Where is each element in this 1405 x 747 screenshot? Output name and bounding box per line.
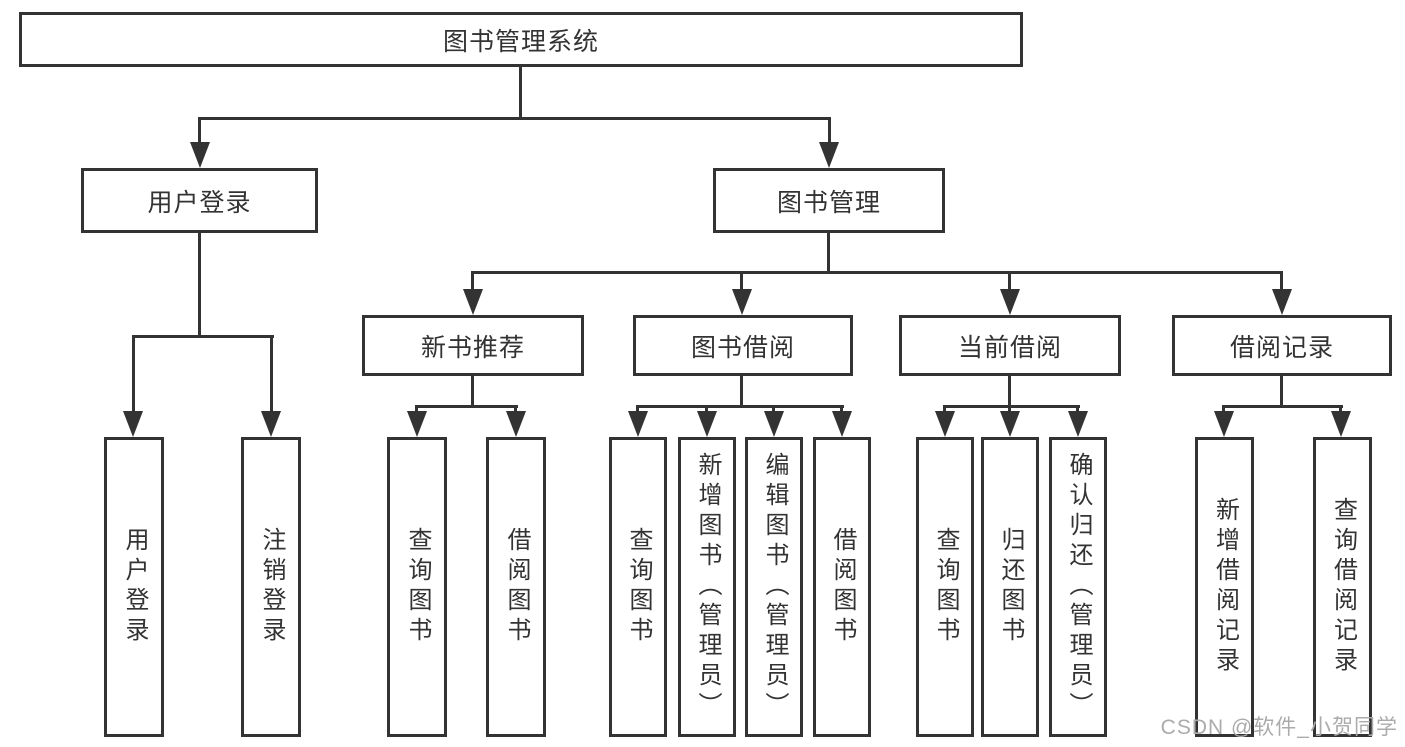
node-user-login-leaf: 用户登录	[104, 437, 164, 737]
node-return-book: 归还图书	[981, 437, 1039, 737]
connector-root-trunk	[519, 67, 522, 120]
node-label: 归还图书	[997, 527, 1024, 647]
node-query-books-current: 查询图书	[916, 437, 974, 737]
arrow-down-icon	[1214, 411, 1234, 437]
connector-level1	[198, 117, 831, 120]
connector-level2	[471, 271, 1283, 274]
arrow-down-icon	[819, 142, 839, 168]
connector-drop	[132, 335, 135, 414]
node-label: 借阅图书	[503, 527, 530, 647]
node-borrow-books-borrowing: 借阅图书	[813, 437, 871, 737]
watermark-text: CSDN @软件_小贺同学	[1160, 716, 1398, 739]
node-add-book-admin: 新增图书（管理员）	[678, 437, 736, 737]
arrow-down-icon	[697, 411, 717, 437]
node-library-management-system: 图书管理系统	[19, 12, 1023, 67]
connector-stub	[1280, 376, 1283, 407]
node-borrowing-records: 借阅记录	[1172, 315, 1392, 376]
connector-stub	[471, 376, 474, 407]
node-book-borrowing: 图书借阅	[633, 315, 853, 376]
connector-stub	[198, 233, 201, 338]
node-label: 新增图书（管理员）	[694, 452, 721, 722]
node-query-borrow-record: 查询借阅记录	[1313, 437, 1372, 737]
node-label: 借阅记录	[1229, 333, 1334, 362]
node-label: 查询图书	[404, 527, 431, 647]
arrow-down-icon	[832, 411, 852, 437]
arrow-down-icon	[1000, 411, 1020, 437]
connector-records-group	[1223, 405, 1343, 408]
arrow-down-icon	[1331, 411, 1351, 437]
arrow-down-icon	[407, 411, 427, 437]
arrow-down-icon	[935, 411, 955, 437]
arrow-down-icon	[1068, 411, 1088, 437]
node-current-borrowing: 当前借阅	[899, 315, 1121, 376]
node-label: 图书借阅	[690, 333, 795, 362]
node-add-borrow-record: 新增借阅记录	[1195, 437, 1254, 737]
arrow-down-icon	[123, 411, 143, 437]
connector-current-group	[943, 405, 1080, 408]
node-logout: 注销登录	[241, 437, 301, 737]
node-label: 图书管理系统	[442, 27, 599, 56]
connector-stub	[827, 233, 830, 274]
node-label: 新增借阅记录	[1211, 497, 1239, 677]
node-edit-book-admin: 编辑图书（管理员）	[745, 437, 803, 737]
node-new-book-recommendation: 新书推荐	[362, 315, 584, 376]
node-label: 查询借阅记录	[1329, 497, 1357, 677]
node-book-management: 图书管理	[713, 168, 945, 233]
connector-stub	[740, 376, 743, 407]
node-user-login: 用户登录	[81, 168, 318, 233]
connector-stub	[1008, 376, 1011, 407]
node-label: 借阅图书	[829, 527, 856, 647]
node-label: 当前借阅	[957, 333, 1062, 362]
node-label: 图书管理	[776, 188, 881, 217]
connector-drop	[198, 117, 201, 144]
connector-drop	[740, 274, 743, 292]
arrow-down-icon	[261, 411, 281, 437]
connector-drop	[471, 274, 474, 292]
node-borrow-books-recommend: 借阅图书	[486, 437, 546, 737]
node-query-books-recommend: 查询图书	[387, 437, 447, 737]
connector-drop	[270, 335, 273, 414]
connector-drop	[1280, 274, 1283, 292]
node-label: 查询图书	[932, 527, 959, 647]
arrow-down-icon	[506, 411, 526, 437]
node-label: 用户登录	[147, 188, 252, 217]
arrow-down-icon	[1272, 289, 1292, 315]
node-query-books-borrowing: 查询图书	[609, 437, 667, 737]
connector-user-login-group	[132, 335, 274, 338]
connector-borrowing-group	[636, 405, 844, 408]
node-label: 新书推荐	[420, 333, 525, 362]
arrow-down-icon	[463, 289, 483, 315]
arrow-down-icon	[628, 411, 648, 437]
connector-drop	[1008, 274, 1011, 292]
node-label: 用户登录	[121, 527, 148, 647]
arrow-down-icon	[190, 142, 210, 168]
arrow-down-icon	[732, 289, 752, 315]
connector-drop	[828, 117, 831, 144]
node-label: 编辑图书（管理员）	[761, 452, 788, 722]
connector-recommend-group	[415, 405, 518, 408]
node-label: 查询图书	[625, 527, 652, 647]
arrow-down-icon	[1000, 289, 1020, 315]
node-label: 确认归还（管理员）	[1065, 452, 1092, 722]
arrow-down-icon	[764, 411, 784, 437]
node-label: 注销登录	[258, 527, 285, 647]
node-confirm-return-admin: 确认归还（管理员）	[1049, 437, 1107, 737]
